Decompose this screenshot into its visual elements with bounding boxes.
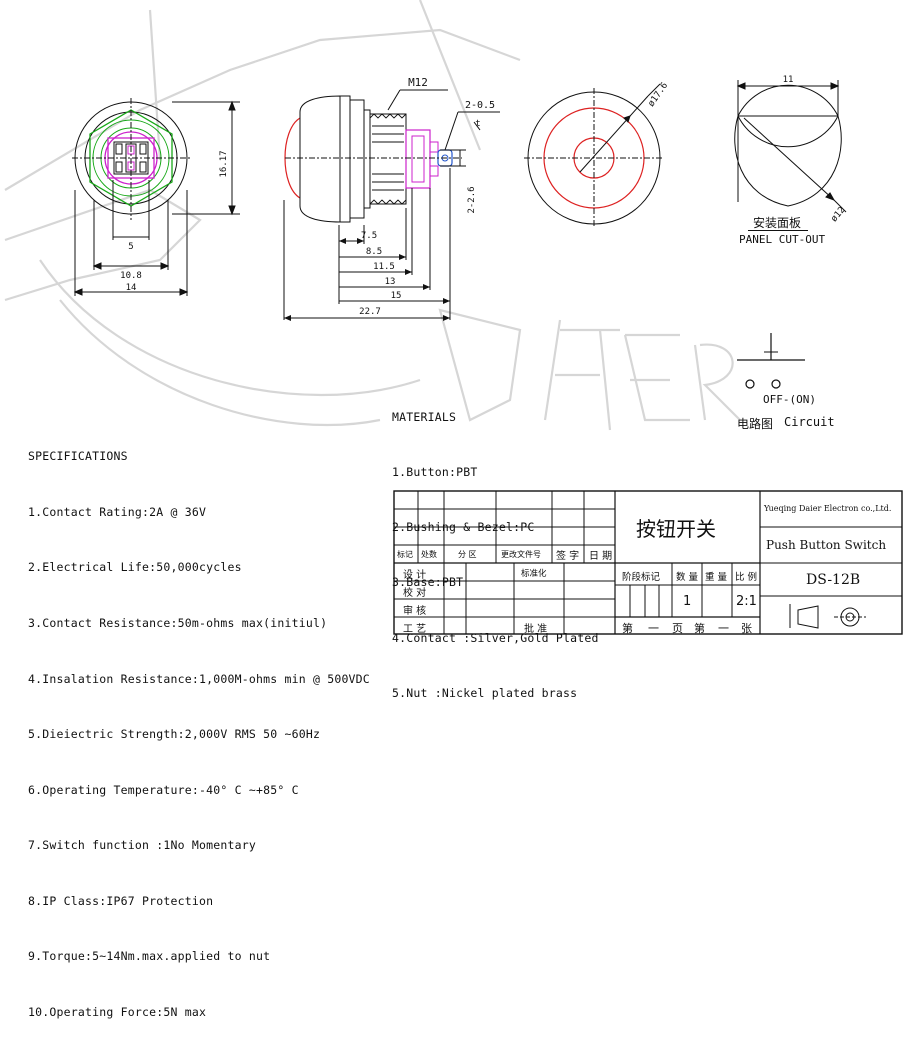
side-dim-13: 13 bbox=[385, 277, 396, 287]
sheet-label-3: 页 bbox=[672, 622, 683, 635]
spec-item: 1.Contact Rating:2A @ 36V bbox=[28, 504, 207, 519]
spec-item: 2.Electrical Life:50,000cycles bbox=[28, 560, 242, 575]
title-block-grid bbox=[393, 490, 903, 635]
side-dim-7-5: 7.5 bbox=[361, 231, 377, 241]
spec-item: 9.Torque:5~14Nm.max.applied to nut bbox=[28, 949, 271, 964]
materials-heading: MATERIALS bbox=[392, 409, 457, 424]
rev-header-docno: 更改文件号 bbox=[501, 550, 541, 559]
product-name-en: Push Button Switch bbox=[766, 538, 887, 552]
panel-cutout-title-en: PANEL CUT-OUT bbox=[739, 233, 826, 246]
materials-item: 5.Nut :Nickel plated brass bbox=[392, 685, 578, 700]
front-dim-10-8: 10.8 bbox=[120, 271, 142, 281]
drawing-sheet: 16.17 5 10.8 14 bbox=[4, 0, 903, 1019]
technical-drawing: 16.17 5 10.8 14 bbox=[4, 0, 848, 431]
front-dim-14: 14 bbox=[126, 283, 137, 293]
row-review: 审 核 bbox=[403, 606, 427, 617]
materials-item: 3.Base:PBT bbox=[392, 575, 464, 590]
quantity-value: 1 bbox=[683, 594, 692, 609]
sheet-label-2: 一 bbox=[648, 622, 659, 635]
panel-cutout-view bbox=[734, 80, 847, 213]
materials-item: 1.Button:PBT bbox=[392, 465, 478, 480]
circuit-label-cn: 电路图 bbox=[737, 417, 774, 431]
spec-item: 7.Switch function :1No Momentary bbox=[28, 838, 256, 853]
panel-cutout-underline bbox=[748, 230, 808, 231]
standardize-label: 标准化 bbox=[521, 569, 547, 579]
col-header-stage: 阶段标记 bbox=[622, 572, 661, 583]
rev-header-count: 处数 bbox=[421, 550, 437, 559]
approve-label: 批 准 bbox=[524, 624, 548, 635]
title-block: 标记 处数 分 区 更改文件号 签 字 日 期 设 计 校 对 审 核 工 艺 … bbox=[397, 504, 892, 635]
rev-header-sign: 签 字 bbox=[556, 551, 580, 562]
product-name-cn: 按钮开关 bbox=[636, 517, 716, 541]
terminal-gap-label: 2-2.6 bbox=[467, 186, 477, 213]
spec-item: 4.Insalation Resistance:1,000M-ohms min … bbox=[28, 671, 370, 686]
circuit-state-label: OFF-(ON) bbox=[763, 393, 816, 406]
row-design: 设 计 bbox=[403, 570, 427, 581]
col-header-weight: 重 量 bbox=[705, 572, 728, 583]
daier-watermark bbox=[4, 0, 741, 431]
terminal-t-label: t bbox=[475, 119, 480, 129]
circuit-symbol bbox=[737, 333, 805, 389]
sheet-label-4: 第 bbox=[694, 622, 705, 635]
circuit-label-en: Circuit bbox=[784, 415, 835, 429]
side-dim-11-5: 11.5 bbox=[373, 262, 395, 272]
row-check: 校 对 bbox=[403, 588, 427, 599]
front-dim-5: 5 bbox=[128, 242, 133, 252]
front-view bbox=[72, 98, 240, 296]
col-header-scale: 比 例 bbox=[735, 572, 758, 583]
sheet-label-5: 一 bbox=[718, 622, 729, 635]
spec-item: 6.Operating Temperature:-40° C ~+85° C bbox=[28, 782, 299, 797]
thread-label: M12 bbox=[408, 76, 428, 89]
company-name: Yueqing Daier Electron co.,Ltd. bbox=[764, 504, 892, 513]
scale-value: 2:1 bbox=[736, 594, 757, 609]
height-dim-label: 16.17 bbox=[219, 150, 229, 177]
sheet-label-6: 张 bbox=[741, 622, 752, 635]
col-header-qty: 数 量 bbox=[676, 572, 699, 583]
spec-item: 8.IP Class:IP67 Protection bbox=[28, 893, 214, 908]
side-view bbox=[283, 89, 500, 321]
rev-header-date: 日 期 bbox=[589, 551, 613, 562]
rev-header-zone: 分 区 bbox=[458, 550, 477, 559]
spec-item: 10.Operating Force:5N max bbox=[28, 1004, 207, 1019]
part-number: DS-12B bbox=[806, 572, 861, 588]
sheet-label-1: 第 bbox=[622, 622, 633, 635]
side-dim-8-5: 8.5 bbox=[366, 247, 382, 257]
side-dim-15: 15 bbox=[391, 291, 402, 301]
terminal-label: 2-0.5 bbox=[465, 100, 495, 111]
rev-header-mark: 标记 bbox=[397, 550, 413, 559]
spec-item: 5.Dieiectric Strength:2,000V RMS 50 ~60H… bbox=[28, 727, 321, 742]
row-process: 工 艺 bbox=[403, 624, 427, 635]
panel-cutout-title-cn: 安装面板 bbox=[753, 216, 802, 230]
rear-view bbox=[524, 83, 664, 228]
spec-heading: SPECIFICATIONS bbox=[28, 449, 128, 464]
spec-item: 3.Contact Resistance:50m-ohms max(initiu… bbox=[28, 615, 328, 630]
cutout-width-label: 11 bbox=[783, 75, 794, 85]
side-dim-22-7: 22.7 bbox=[359, 307, 381, 317]
